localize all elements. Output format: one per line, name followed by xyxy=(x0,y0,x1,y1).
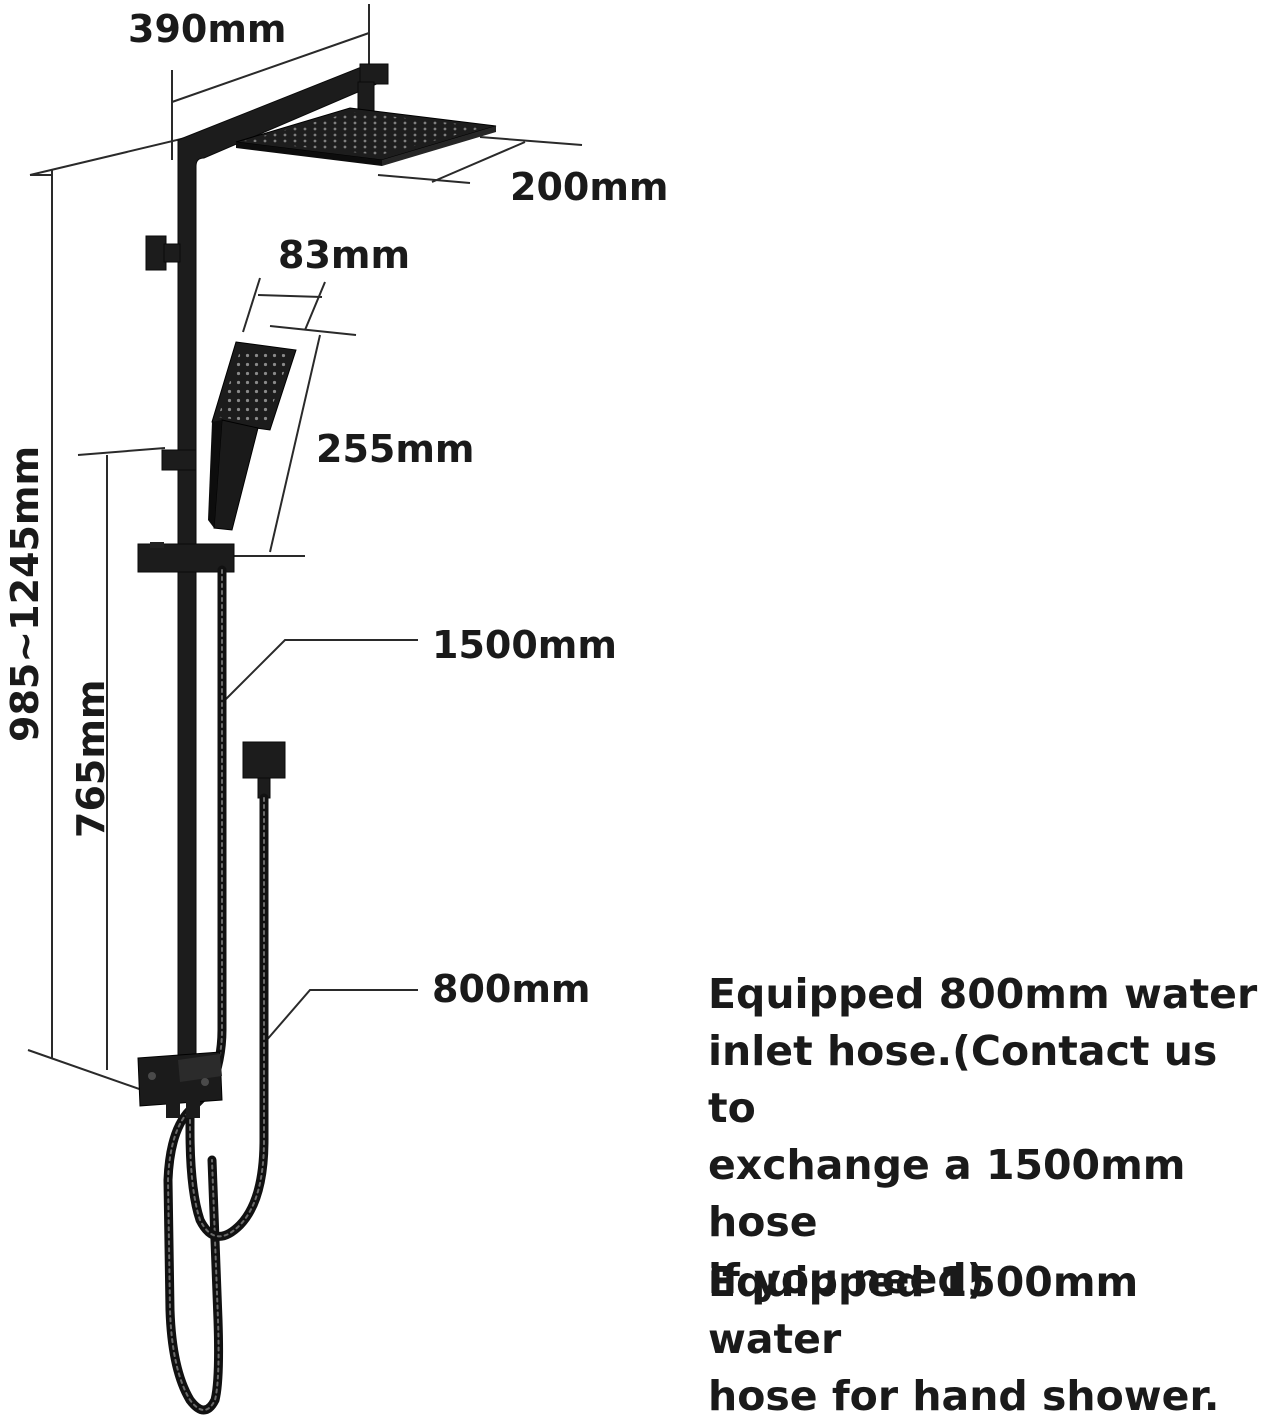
diverter-valve xyxy=(137,1051,223,1118)
shower-system xyxy=(137,63,497,1415)
rain-head-size-label: 200mm xyxy=(510,165,669,209)
rail-clip xyxy=(161,449,197,471)
hand-shower xyxy=(208,341,297,531)
dimension-lines xyxy=(27,4,583,1099)
handheld-hose-label: 1500mm xyxy=(432,623,617,667)
overall-width-label: 390mm xyxy=(128,7,287,51)
inlet-hose xyxy=(185,793,269,1241)
inlet-hose-label: 800mm xyxy=(432,967,591,1011)
overall-height-label: 985~1245mm xyxy=(3,446,47,742)
hand-shower-hose-note: Equipped 1500mm water hose for hand show… xyxy=(708,1258,1220,1420)
wall-outlet xyxy=(242,741,286,779)
hand-shower-length-label: 255mm xyxy=(316,427,475,471)
upper-wall-bracket xyxy=(145,235,167,271)
rain-head-connector xyxy=(357,81,375,113)
rail-height-label: 765mm xyxy=(69,679,113,838)
hand-shower-width-label: 83mm xyxy=(278,233,410,277)
arm-elbow xyxy=(359,63,389,85)
slide-holder xyxy=(137,543,235,573)
inlet-hose-note: Equipped 800mm water inlet hose.(Contact… xyxy=(708,970,1258,1303)
rain-shower-head xyxy=(235,107,497,166)
